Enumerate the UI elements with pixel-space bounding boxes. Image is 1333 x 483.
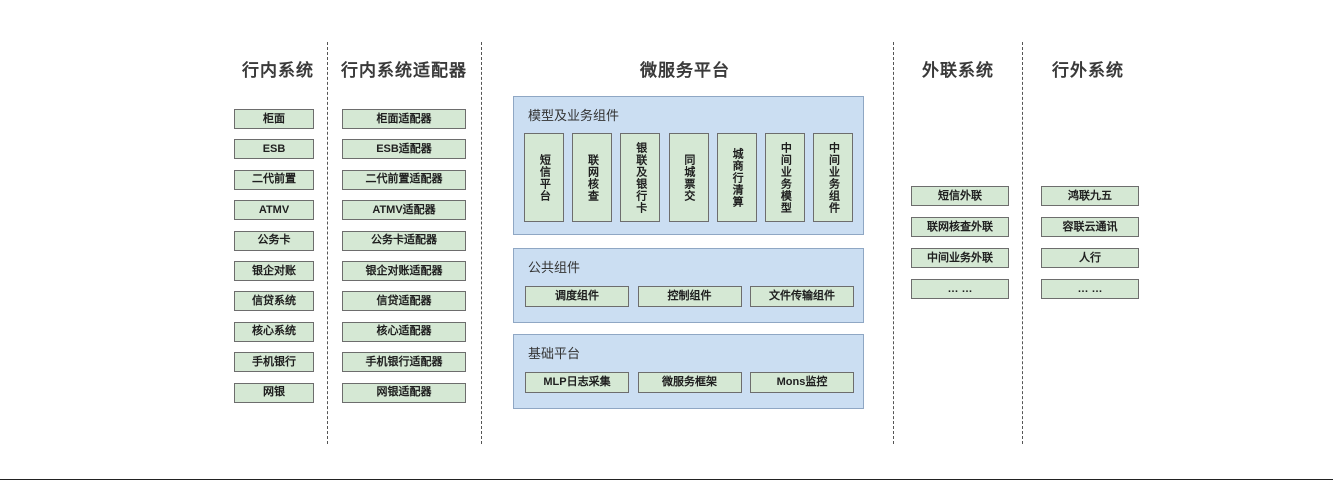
panel-public-components: 公共组件	[513, 248, 864, 323]
node-in-bank-adapters-9[interactable]: 网银适配器	[342, 382, 466, 403]
column-title-external-link-systems: 外联系统	[922, 61, 994, 80]
separator-2	[481, 42, 482, 444]
node-model-business-components-0[interactable]: 短信平台	[524, 133, 564, 222]
node-in-bank-systems-3[interactable]: ATMV	[234, 200, 314, 221]
node-in-bank-systems-5[interactable]: 银企对账	[234, 261, 314, 281]
node-out-bank-systems-2[interactable]: 人行	[1041, 248, 1139, 268]
separator-1	[327, 42, 328, 444]
node-in-bank-adapters-1[interactable]: ESB适配器	[342, 139, 466, 160]
node-in-bank-adapters-0[interactable]: 柜面适配器	[342, 109, 466, 129]
node-out-bank-systems-0[interactable]: 鸿联九五	[1041, 186, 1139, 206]
column-title-in-bank-systems: 行内系统	[242, 61, 314, 80]
node-model-business-components-4[interactable]: 城商行清算	[716, 133, 757, 222]
node-in-bank-systems-9[interactable]: 网银	[234, 382, 314, 403]
node-in-bank-systems-2[interactable]: 二代前置	[234, 169, 314, 190]
column-title-microservice-platform: 微服务平台	[640, 61, 730, 80]
panel-title-public-components: 公共组件	[528, 260, 581, 275]
column-title-in-bank-adapters: 行内系统适配器	[341, 61, 467, 80]
node-external-link-systems-0[interactable]: 短信外联	[911, 186, 1009, 206]
node-in-bank-adapters-6[interactable]: 信贷适配器	[342, 291, 466, 312]
node-base-platform-2[interactable]: Mons监控	[750, 372, 854, 393]
panel-title-base-platform: 基础平台	[528, 346, 581, 361]
column-title-out-bank-systems: 行外系统	[1052, 61, 1124, 80]
separator-4	[1022, 42, 1023, 444]
node-base-platform-0[interactable]: MLP日志采集	[525, 372, 629, 393]
node-in-bank-systems-4[interactable]: 公务卡	[234, 230, 314, 251]
node-in-bank-systems-1[interactable]: ESB	[234, 139, 314, 160]
node-in-bank-adapters-8[interactable]: 手机银行适配器	[342, 352, 466, 373]
node-out-bank-systems-1[interactable]: 容联云通讯	[1041, 217, 1139, 237]
node-in-bank-systems-8[interactable]: 手机银行	[234, 352, 314, 373]
node-model-business-components-5[interactable]: 中间业务模型	[765, 133, 805, 222]
node-in-bank-adapters-4[interactable]: 公务卡适配器	[342, 230, 466, 251]
node-out-bank-systems-3[interactable]: … …	[1041, 279, 1139, 299]
node-base-platform-1[interactable]: 微服务框架	[637, 372, 742, 393]
node-public-components-1[interactable]: 控制组件	[637, 286, 742, 307]
node-in-bank-systems-6[interactable]: 信贷系统	[234, 291, 314, 312]
panel-title-model-business-components: 模型及业务组件	[528, 108, 620, 123]
node-external-link-systems-3[interactable]: … …	[911, 279, 1009, 299]
node-model-business-components-1[interactable]: 联网核查	[572, 133, 613, 222]
node-in-bank-adapters-2[interactable]: 二代前置适配器	[342, 169, 466, 190]
node-in-bank-systems-0[interactable]: 柜面	[234, 109, 314, 129]
panel-base-platform: 基础平台	[513, 334, 864, 409]
node-in-bank-adapters-3[interactable]: ATMV适配器	[342, 200, 466, 221]
node-public-components-2[interactable]: 文件传输组件	[750, 286, 854, 307]
node-in-bank-adapters-7[interactable]: 核心适配器	[342, 321, 466, 342]
node-public-components-0[interactable]: 调度组件	[525, 286, 629, 307]
node-model-business-components-2[interactable]: 银联及银行卡	[620, 133, 661, 222]
node-external-link-systems-2[interactable]: 中间业务外联	[911, 248, 1009, 268]
node-in-bank-adapters-5[interactable]: 银企对账适配器	[342, 261, 466, 281]
node-model-business-components-3[interactable]: 同城票交	[668, 133, 709, 222]
node-model-business-components-6[interactable]: 中间业务组件	[813, 133, 854, 222]
node-in-bank-systems-7[interactable]: 核心系统	[234, 321, 314, 342]
separator-3	[893, 42, 894, 444]
node-external-link-systems-1[interactable]: 联网核查外联	[911, 217, 1009, 237]
bottom-divider	[0, 479, 1333, 480]
